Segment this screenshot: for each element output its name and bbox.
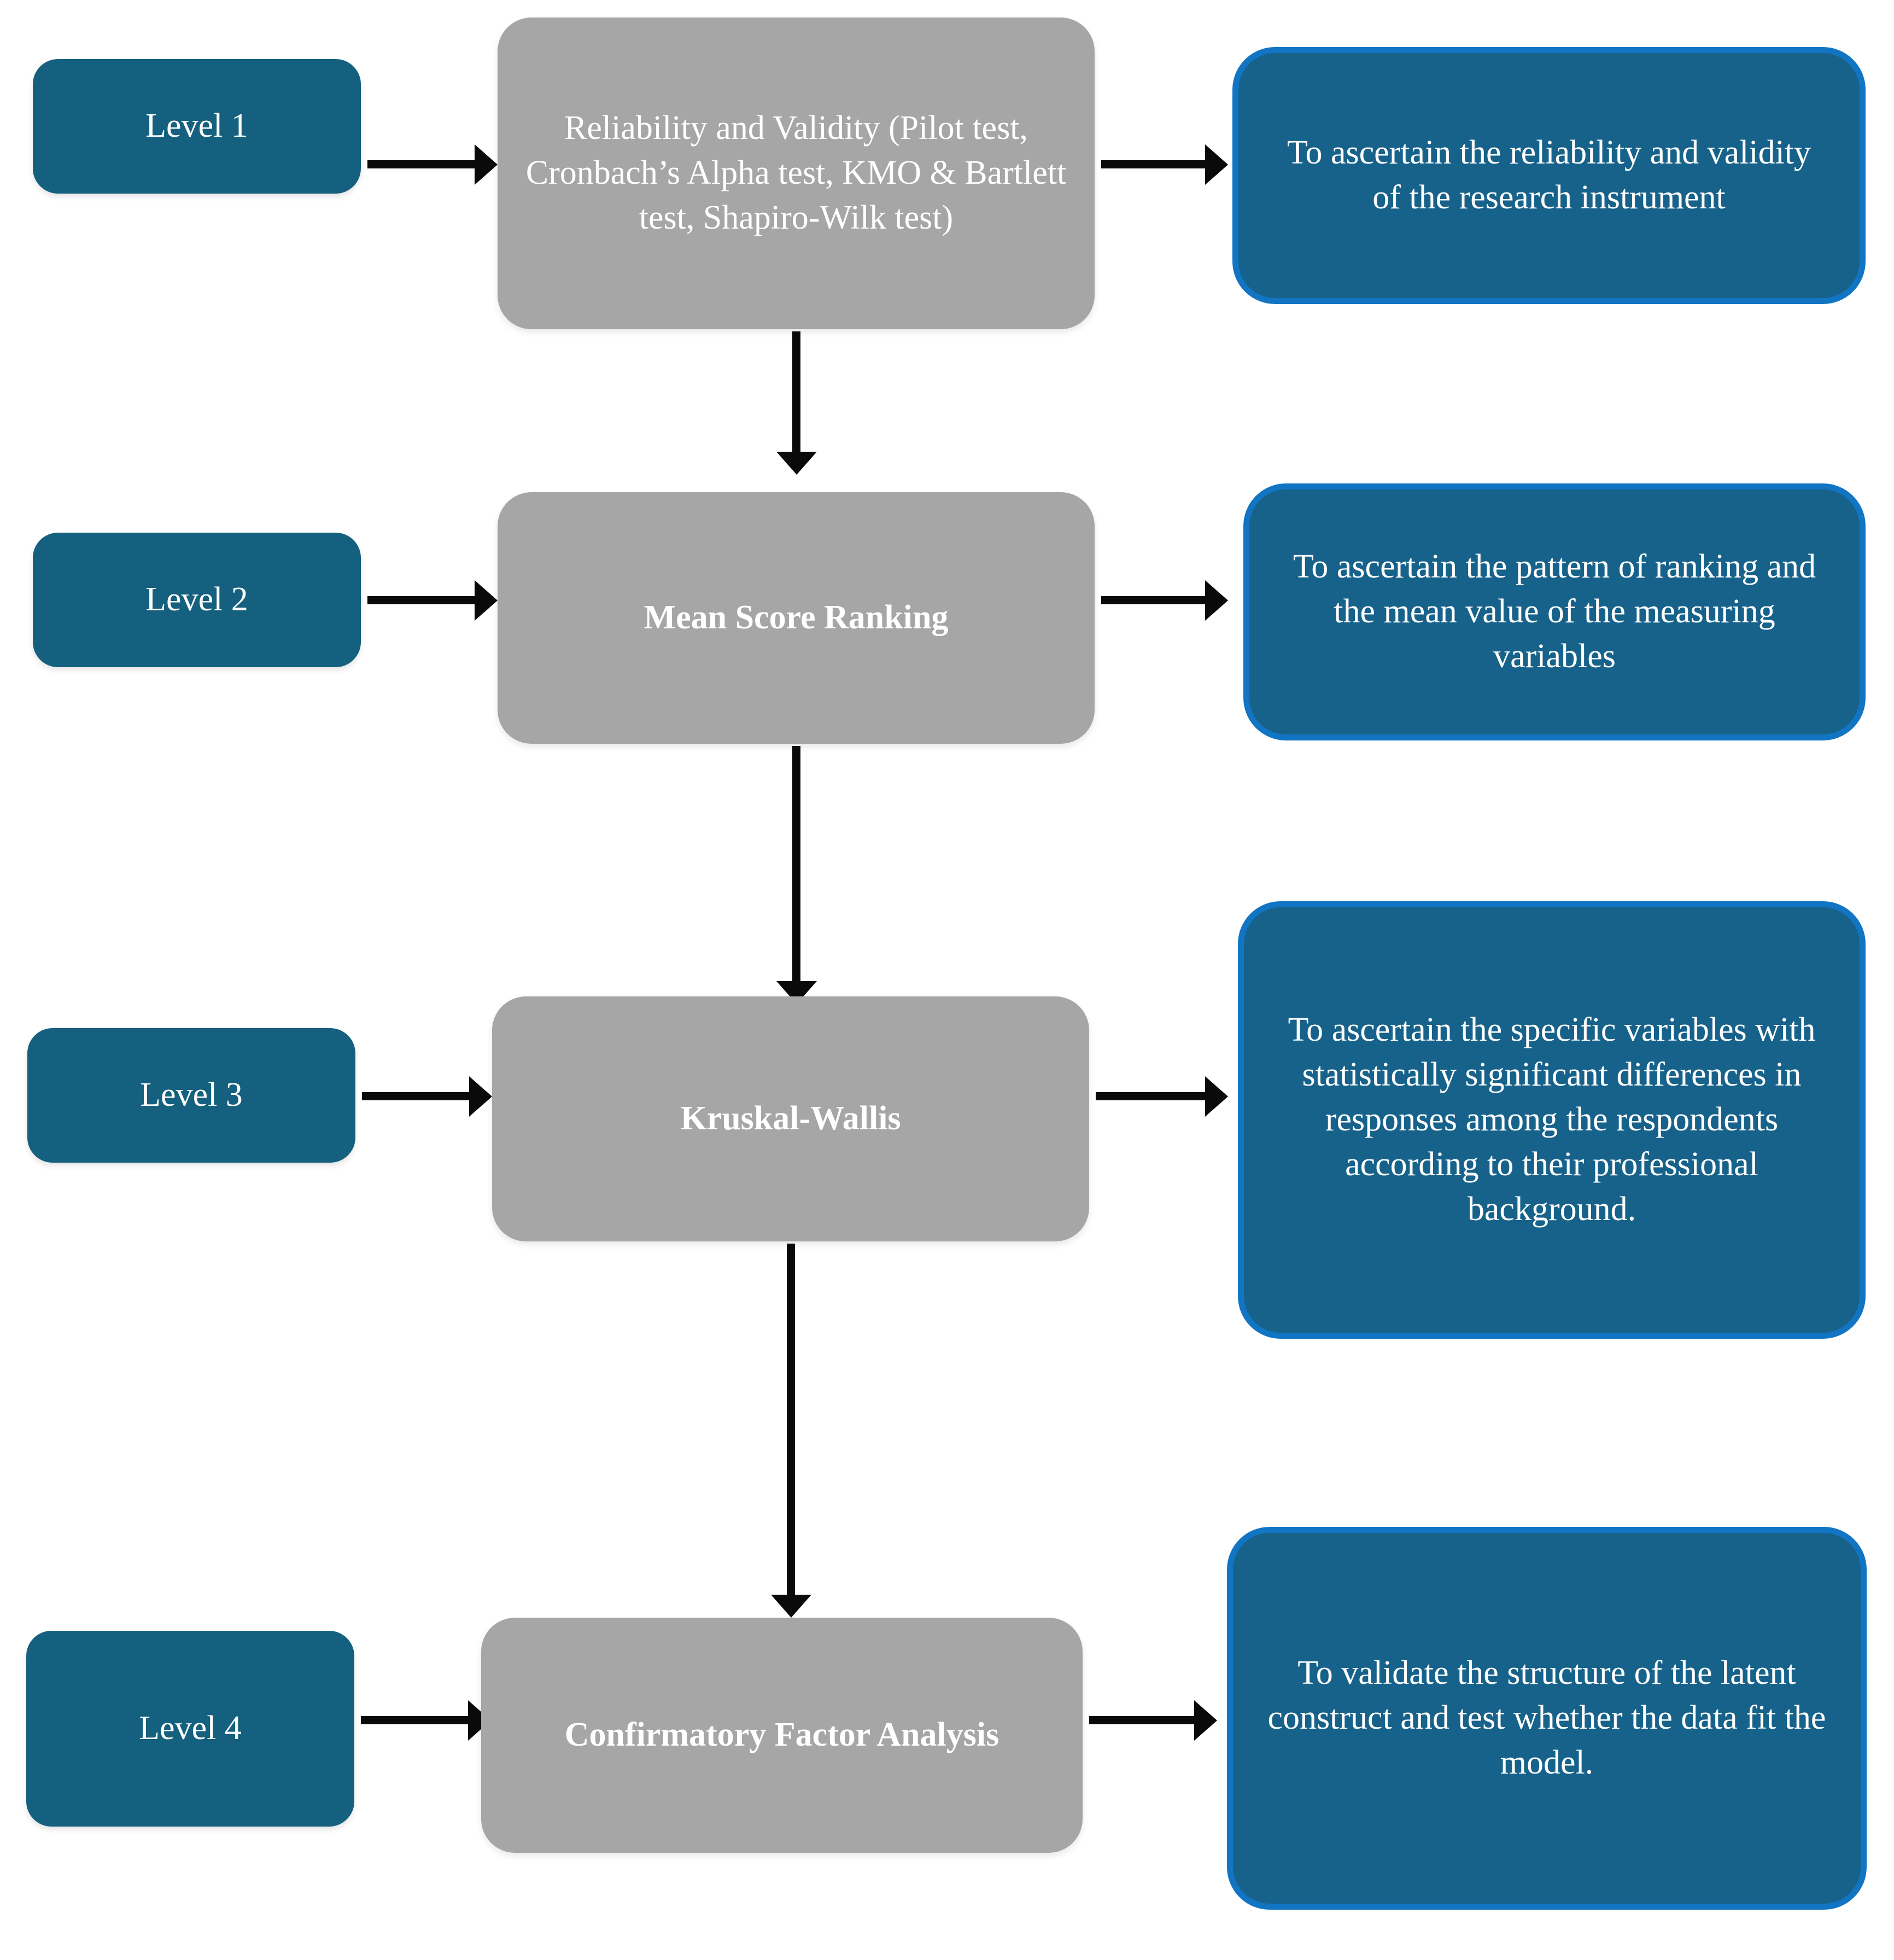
- method-box-2-label: Mean Score Ranking: [644, 599, 949, 637]
- purpose-box-2-label: To ascertain the pattern of ranking and …: [1293, 548, 1816, 675]
- purpose-box-4[interactable]: To validate the structure of the latent …: [1227, 1527, 1867, 1910]
- method-box-1-label: Reliability and Validity (Pilot test, Cr…: [525, 109, 1067, 236]
- arrow-level2-to-method2: [367, 596, 476, 604]
- arrow-method1-to-method2: [792, 331, 800, 453]
- arrow-method1-to-purpose1: [1101, 160, 1206, 168]
- method-box-3-label: Kruskal-Wallis: [680, 1100, 901, 1138]
- method-box-2[interactable]: Mean Score Ranking: [498, 492, 1095, 744]
- purpose-box-3-label: To ascertain the specific variables with…: [1288, 1011, 1816, 1228]
- arrow-method2-to-method3: [792, 746, 800, 982]
- method-box-1[interactable]: Reliability and Validity (Pilot test, Cr…: [498, 18, 1095, 329]
- method-box-4-label: Confirmatory Factor Analysis: [564, 1716, 999, 1754]
- arrow-level4-to-method4: [361, 1716, 469, 1724]
- level-chip-4-label: Level 4: [139, 1710, 242, 1747]
- arrow-method3-to-method4: [787, 1244, 795, 1596]
- level-chip-4[interactable]: Level 4: [26, 1631, 354, 1827]
- level-chip-2[interactable]: Level 2: [33, 533, 361, 667]
- arrow-method3-to-purpose3: [1096, 1092, 1206, 1100]
- level-chip-3-label: Level 3: [140, 1076, 243, 1114]
- level-chip-2-label: Level 2: [145, 581, 248, 619]
- method-box-3[interactable]: Kruskal-Wallis: [492, 996, 1089, 1241]
- level-chip-3[interactable]: Level 3: [27, 1028, 355, 1163]
- purpose-box-4-label: To validate the structure of the latent …: [1267, 1654, 1826, 1781]
- purpose-box-1-label: To ascertain the reliability and validit…: [1287, 134, 1811, 216]
- arrow-method2-to-purpose2: [1101, 596, 1206, 604]
- arrow-method4-to-purpose4: [1089, 1716, 1195, 1724]
- method-box-4[interactable]: Confirmatory Factor Analysis: [481, 1618, 1083, 1853]
- arrow-level1-to-method1: [367, 160, 476, 168]
- level-chip-1[interactable]: Level 1: [33, 59, 361, 194]
- arrow-level3-to-method3: [362, 1092, 470, 1100]
- level-chip-1-label: Level 1: [145, 107, 248, 145]
- purpose-box-1[interactable]: To ascertain the reliability and validit…: [1232, 47, 1866, 304]
- purpose-box-2[interactable]: To ascertain the pattern of ranking and …: [1243, 483, 1866, 740]
- purpose-box-3[interactable]: To ascertain the specific variables with…: [1238, 901, 1866, 1339]
